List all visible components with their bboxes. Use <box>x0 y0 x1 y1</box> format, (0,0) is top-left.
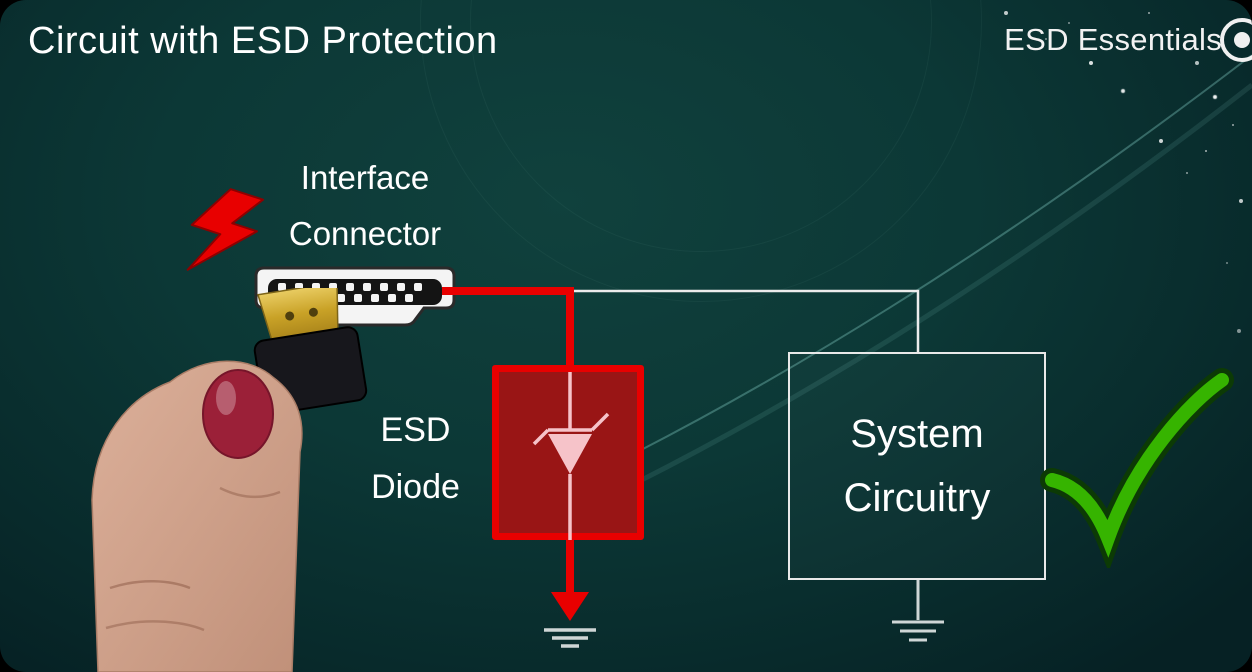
thumb <box>91 360 303 672</box>
system-circuitry-label: System Circuitry <box>843 412 991 520</box>
interface-connector-label: Interface Connector <box>288 159 442 252</box>
esd-diode-box <box>492 365 644 540</box>
system-circuitry-box: System Circuitry <box>788 352 1046 580</box>
thumbnail-polish <box>202 369 274 459</box>
page-title: Circuit with ESD Protection <box>28 20 498 62</box>
brand-logo-icon <box>1220 18 1252 62</box>
esd-diode-label: ESD Diode <box>371 411 460 506</box>
checkmark-icon <box>1040 368 1234 568</box>
hand-holding-plug-photo <box>91 288 368 672</box>
lightning-bolt-icon <box>186 188 265 271</box>
brand-title: ESD Essentials <box>1004 22 1222 57</box>
